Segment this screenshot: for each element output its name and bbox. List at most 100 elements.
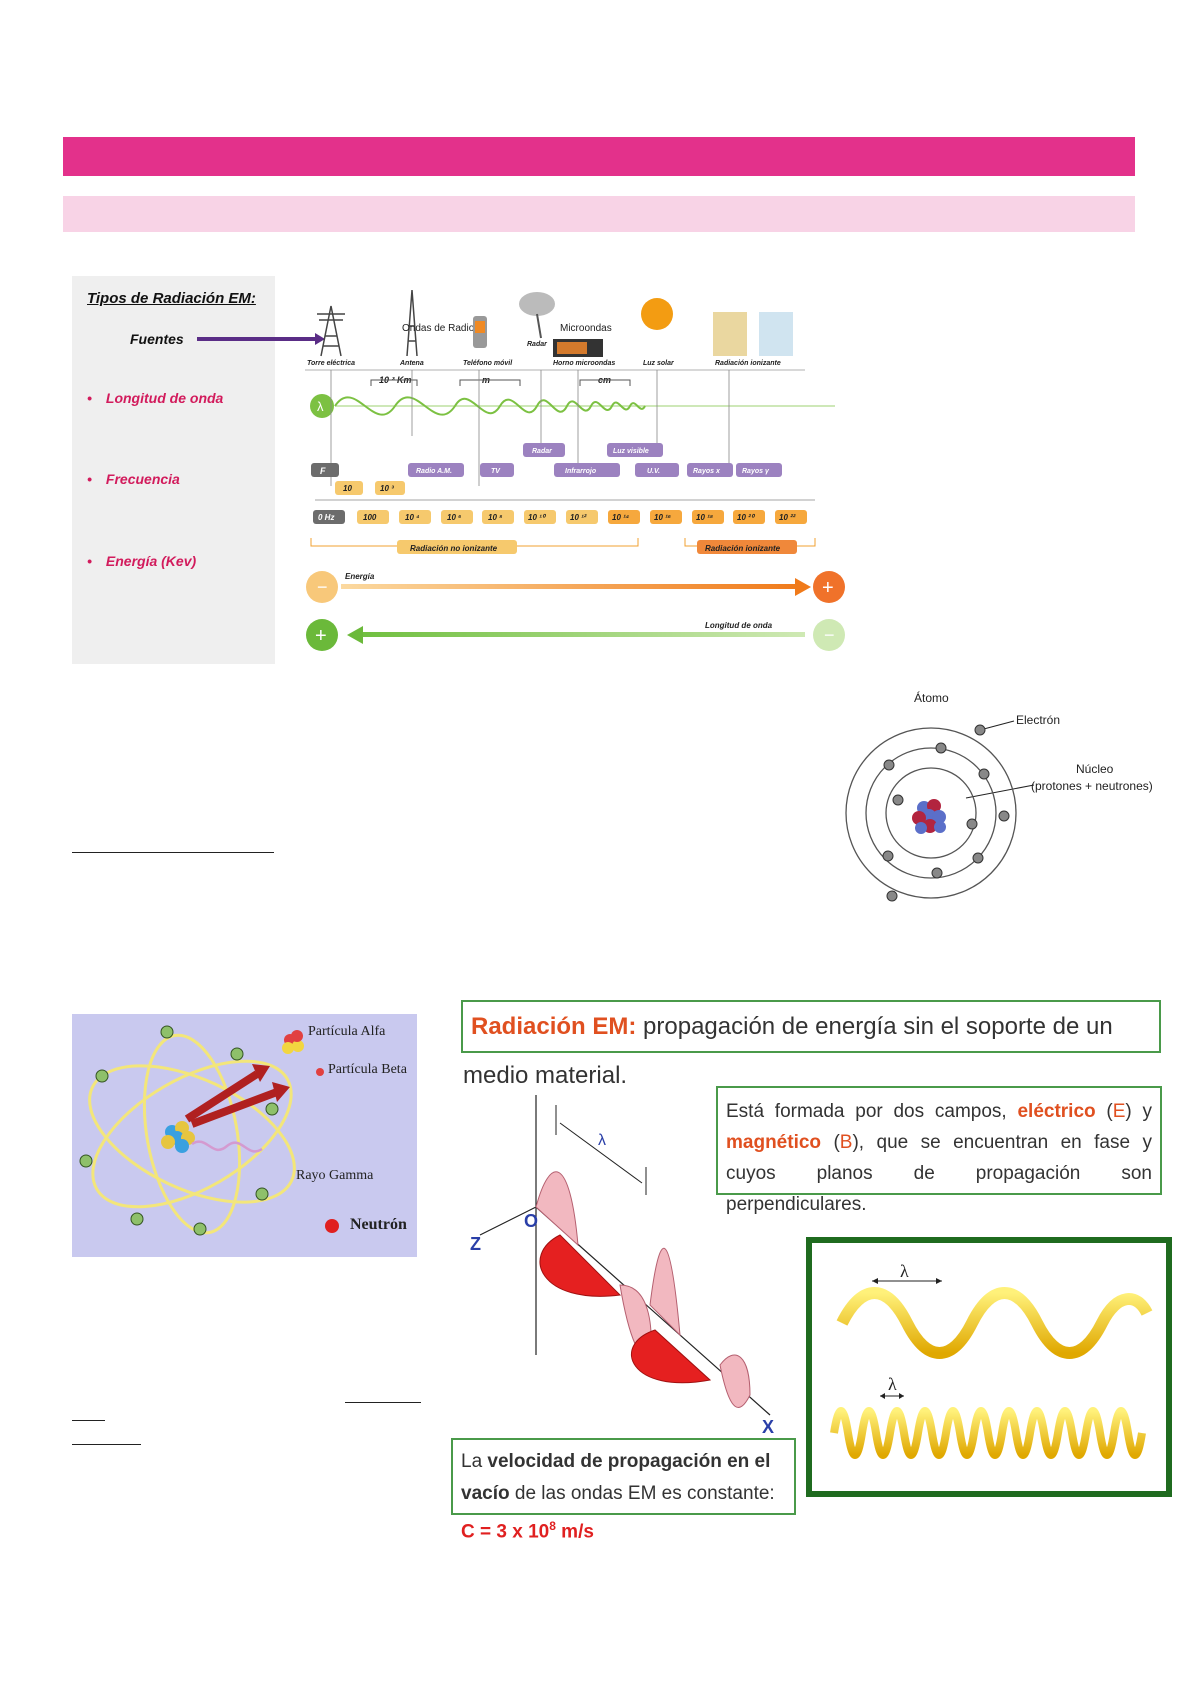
no-ionizante-label: Radiación no ionizante	[410, 544, 498, 553]
wavelength-wave	[334, 396, 646, 416]
axis-z: Z	[470, 1234, 481, 1254]
freq-top-10-3: 10 ³	[380, 484, 394, 493]
wavelength-minus-badge	[813, 619, 845, 651]
lambda-badge	[310, 394, 334, 418]
speed-unit: m/s	[555, 1521, 594, 1543]
subheader-band	[63, 196, 1135, 232]
freq-10-22: 10 ²²	[779, 513, 796, 522]
radioactive-decay-figure: Partícula Alfa Partícula Beta Rayo Gamma…	[72, 1014, 417, 1257]
lambda-short-label: λ	[888, 1374, 897, 1394]
longitud-onda-axis-label: Longitud de onda	[705, 621, 773, 630]
electrons	[882, 724, 1010, 902]
torre-caption: Torre eléctrica	[307, 360, 355, 367]
spectrum-diagram: Ondas de Radio Microondas Torre eléctric…	[305, 289, 845, 651]
radar-caption: Radar	[527, 341, 548, 348]
band-uv: U.V.	[647, 468, 660, 475]
neutron-dot	[325, 1219, 339, 1233]
antenna-icon	[406, 289, 418, 357]
lambda-long-label: λ	[900, 1261, 909, 1281]
band-rayos-gamma: Rayos γ	[742, 468, 770, 475]
freq-10-6: 10 ⁶	[447, 513, 461, 522]
bullet-energia: Energía (Kev)	[87, 553, 196, 569]
band-radar: Radar	[532, 448, 553, 455]
atom-title: Átomo	[914, 690, 949, 705]
b-symbol: B	[839, 1132, 853, 1153]
em-desc-text: ) y	[1125, 1101, 1153, 1122]
velocity-text: La	[461, 1451, 488, 1472]
underline-fragment	[72, 1444, 141, 1445]
energy-minus-badge	[306, 571, 338, 603]
horno-caption: Horno microondas	[553, 360, 615, 367]
antena-caption: Antena	[399, 360, 424, 367]
spectrum-legend-panel: Tipos de Radiación EM: Fuentes Longitud …	[72, 276, 325, 664]
wavelength-plus-sign: +	[315, 625, 327, 647]
neutron-label: Neutrón	[350, 1216, 407, 1233]
energy-minus-sign: −	[317, 577, 328, 597]
frequency-symbol: F	[320, 466, 326, 476]
ondas-radio-label: Ondas de Radio	[402, 323, 475, 334]
band-rayos-x: Rayos x	[693, 468, 721, 475]
em-spectrum-figure: Tipos de Radiación EM: Fuentes Longitud …	[72, 276, 847, 664]
luz-solar-caption: Luz solar	[643, 360, 675, 367]
band-luz-visible: Luz visible	[613, 448, 649, 455]
em-wave-3d-diagram: λ Z O X	[470, 1095, 774, 1435]
energy-plus-sign: +	[822, 577, 834, 599]
freq-10-8: 10 ⁸	[488, 513, 502, 522]
speed-equation: = 3 x 10	[474, 1521, 550, 1543]
telefono-caption: Teléfono móvil	[463, 360, 513, 367]
lambda-3d-label: λ	[598, 1132, 606, 1149]
em-fields-box: Está formada por dos campos, eléctrico (…	[716, 1086, 1162, 1215]
header-band	[63, 137, 1135, 176]
freq-10-10: 10 ¹⁰	[528, 513, 547, 522]
electrico-term: eléctrico	[1017, 1101, 1096, 1122]
velocity-text: de las ondas EM es constante:	[509, 1483, 775, 1504]
axis-o: O	[524, 1211, 538, 1231]
energy-plus-badge	[813, 571, 845, 603]
lambda-symbol: λ	[317, 399, 324, 414]
spectrum-title: Tipos de Radiación EM:	[87, 290, 256, 307]
nucleus	[912, 799, 946, 834]
wavelength-minus-sign: −	[824, 625, 835, 645]
speed-c-symbol: C	[461, 1521, 475, 1543]
bullet-longitud: Longitud de onda	[87, 390, 223, 406]
magnetico-term: magnético	[726, 1132, 822, 1153]
fuentes-label: Fuentes	[130, 331, 184, 347]
electron-label: Electrón	[1016, 713, 1060, 727]
xray-person-icon	[713, 312, 747, 356]
underline-fragment	[72, 1420, 105, 1421]
velocity-box: La velocidad de propagación en el vacío …	[451, 1438, 796, 1542]
freq-10-16: 10 ¹⁶	[654, 513, 671, 522]
xray-machine-icon	[759, 312, 793, 356]
speed-exponent: 8	[549, 1519, 556, 1533]
beta-label: Partícula Beta	[328, 1062, 407, 1077]
energia-axis-label: Energía	[345, 572, 375, 581]
band-tv: TV	[491, 468, 501, 475]
velocity-bold-text: velocidad de propagación en el vacío	[461, 1451, 771, 1504]
band-radio-am: Radio A.M.	[416, 468, 452, 475]
tower-icon	[317, 305, 345, 357]
radar-dish-icon	[519, 292, 555, 316]
em-desc-text: (	[821, 1132, 840, 1153]
band-infrarrojo: Infrarrojo	[565, 468, 597, 475]
em-desc-text: Está formada por dos campos,	[726, 1101, 1018, 1122]
em-title-definition: propagación de energía sin el soporte de…	[463, 1013, 1113, 1089]
freq-10-20: 10 ²⁰	[737, 513, 756, 522]
nucleo-label: Núcleo	[1076, 762, 1114, 776]
atom-diagram: Átomo Electrón Núcleo (protones + neutro…	[826, 688, 1176, 908]
em-definition-box: Radiación EM: propagación de energía sin…	[461, 1000, 1161, 1089]
wavelength-comparison-box: λ λ	[806, 1237, 1172, 1497]
nucleo-sub-label: (protones + neutrones)	[1031, 779, 1153, 793]
electron-orbits	[845, 727, 1017, 899]
freq-10-12: 10 ¹²	[570, 513, 587, 522]
freq-10-4: 10 ⁴	[405, 513, 420, 522]
gamma-label: Rayo Gamma	[296, 1168, 374, 1183]
alfa-label: Partícula Alfa	[308, 1024, 386, 1039]
freq-100: 100	[363, 513, 377, 522]
ionizante-label: Radiación ionizante	[705, 544, 781, 553]
e-symbol: E	[1112, 1101, 1126, 1122]
em-desc-text: (	[1095, 1101, 1113, 1122]
microondas-label: Microondas	[560, 323, 612, 334]
freq-top-10: 10	[343, 484, 352, 493]
long-wave	[836, 1287, 1153, 1359]
nucleus-cluster	[161, 1121, 195, 1153]
